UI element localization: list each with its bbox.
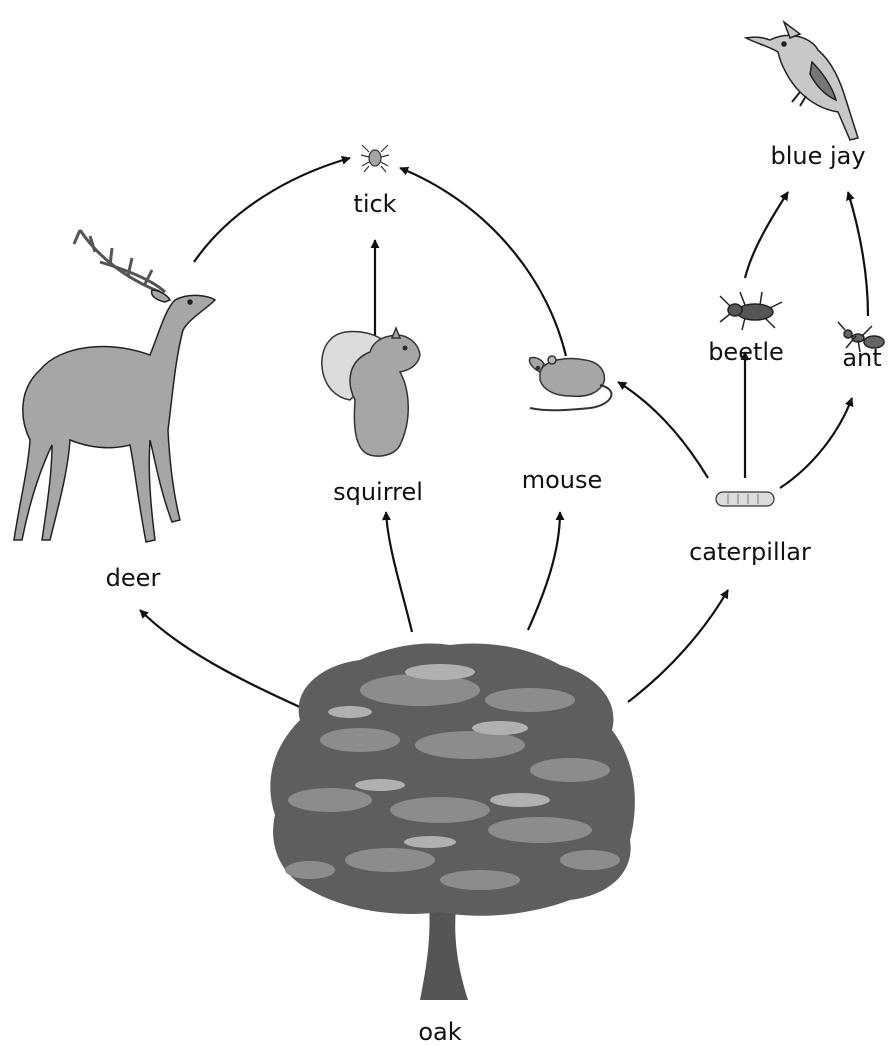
arrow-beetle-to-bluejay bbox=[745, 192, 788, 278]
squirrel-icon bbox=[322, 328, 420, 456]
label-tick: tick bbox=[353, 190, 396, 218]
arrow-oak-to-squirrel bbox=[386, 512, 412, 632]
blue-jay-icon bbox=[746, 22, 858, 140]
beetle-icon bbox=[720, 292, 782, 330]
arrow-caterpillar-to-mouse bbox=[618, 382, 708, 478]
arrow-oak-to-caterpillar bbox=[628, 590, 728, 702]
arrow-ant-to-bluejay bbox=[848, 192, 868, 316]
oak-tree-icon bbox=[270, 643, 635, 1000]
label-blue-jay: blue jay bbox=[770, 142, 865, 170]
label-caterpillar: caterpillar bbox=[689, 538, 811, 566]
deer-icon bbox=[14, 230, 215, 542]
mouse-icon bbox=[529, 356, 611, 410]
arrow-caterpillar-to-ant bbox=[780, 398, 852, 488]
label-ant: ant bbox=[842, 344, 881, 372]
label-mouse: mouse bbox=[522, 466, 603, 494]
caterpillar-icon bbox=[716, 492, 774, 506]
label-beetle: beetle bbox=[708, 338, 784, 366]
label-oak: oak bbox=[418, 1018, 461, 1046]
label-squirrel: squirrel bbox=[333, 478, 423, 506]
label-deer: deer bbox=[106, 564, 161, 592]
arrow-oak-to-deer bbox=[140, 610, 302, 708]
arrow-mouse-to-tick bbox=[400, 168, 566, 356]
arrows bbox=[140, 158, 868, 708]
arrow-oak-to-mouse bbox=[528, 512, 560, 630]
arrow-deer-to-tick bbox=[194, 158, 350, 262]
tick-icon bbox=[361, 145, 389, 172]
